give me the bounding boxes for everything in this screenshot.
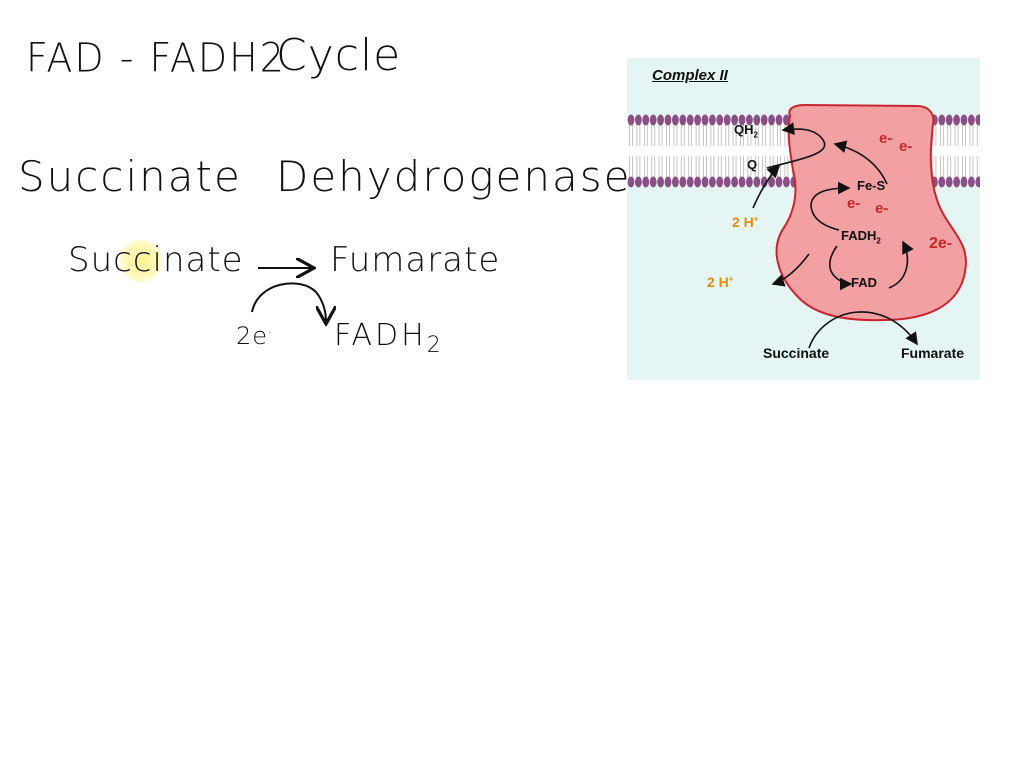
qh2-subscript: 2 bbox=[754, 131, 758, 140]
lipid-head bbox=[709, 177, 716, 188]
lipid-head bbox=[702, 115, 709, 126]
lipid-head bbox=[761, 115, 768, 126]
electron-transfer-arrow bbox=[252, 283, 326, 322]
label-fad: FAD bbox=[851, 275, 877, 290]
label-2e: 2e- bbox=[929, 235, 952, 253]
lipid-head bbox=[731, 177, 738, 188]
lipid-head bbox=[687, 115, 694, 126]
lipid-head bbox=[968, 115, 975, 126]
lipid-head bbox=[694, 177, 701, 188]
lipid-head bbox=[768, 115, 775, 126]
lipid-head bbox=[657, 177, 664, 188]
fadh2-subscript: 2 bbox=[876, 237, 880, 246]
lipid-head bbox=[694, 115, 701, 126]
lipid-head bbox=[702, 177, 709, 188]
label-electron-2: e- bbox=[899, 138, 912, 155]
proton-top-text: 2 H bbox=[732, 214, 754, 230]
lipid-head bbox=[946, 177, 953, 188]
label-fadh2: FADH2 bbox=[841, 228, 881, 246]
complex-ii-graphics bbox=[627, 58, 980, 380]
lipid-head bbox=[665, 115, 672, 126]
qh2-text: QH bbox=[734, 122, 754, 137]
lipid-head bbox=[753, 177, 760, 188]
lipid-head bbox=[628, 177, 635, 188]
lipid-head bbox=[672, 115, 679, 126]
lipid-head bbox=[650, 177, 657, 188]
lipid-head bbox=[746, 177, 753, 188]
lipid-head bbox=[938, 177, 945, 188]
label-q: Q bbox=[747, 157, 757, 172]
lipid-head bbox=[672, 177, 679, 188]
lipid-head bbox=[739, 177, 746, 188]
lipid-head bbox=[687, 177, 694, 188]
lipid-head bbox=[679, 115, 686, 126]
label-succinate: Succinate bbox=[763, 345, 829, 361]
lipid-head bbox=[642, 177, 649, 188]
lipid-head bbox=[961, 115, 968, 126]
lipid-head bbox=[776, 115, 783, 126]
lipid-head bbox=[635, 177, 642, 188]
proton-bottom-charge: + bbox=[729, 274, 734, 283]
figure-title: Complex II bbox=[652, 67, 728, 84]
fadh2-text: FADH bbox=[841, 228, 876, 243]
lipid-head bbox=[642, 115, 649, 126]
label-fe-s: Fe-S bbox=[857, 178, 885, 193]
lipid-head bbox=[657, 115, 664, 126]
lipid-head bbox=[709, 115, 716, 126]
lipid-head bbox=[724, 177, 731, 188]
lipid-head bbox=[650, 115, 657, 126]
label-fumarate: Fumarate bbox=[901, 345, 964, 361]
lipid-head bbox=[783, 177, 790, 188]
lipid-head bbox=[776, 177, 783, 188]
proton-bottom-text: 2 H bbox=[707, 274, 729, 290]
label-proton-bottom: 2 H+ bbox=[707, 274, 733, 290]
lipid-head bbox=[946, 115, 953, 126]
lipid-head bbox=[961, 177, 968, 188]
lipid-head bbox=[635, 115, 642, 126]
complex-ii-diagram: Complex II QH2 Q Fe-S FADH2 FAD Succinat… bbox=[627, 58, 980, 380]
label-proton-top: 2 H+ bbox=[732, 214, 758, 230]
label-qh2: QH2 bbox=[734, 122, 758, 140]
lipid-head bbox=[938, 115, 945, 126]
lipid-head bbox=[724, 115, 731, 126]
lipid-head bbox=[679, 177, 686, 188]
label-electron-1: e- bbox=[879, 130, 892, 147]
lipid-head bbox=[716, 115, 723, 126]
lipid-head bbox=[716, 177, 723, 188]
lipid-head bbox=[968, 177, 975, 188]
proton-top-charge: + bbox=[754, 214, 759, 223]
lipid-head bbox=[953, 177, 960, 188]
lipid-head bbox=[665, 177, 672, 188]
lipid-head bbox=[953, 115, 960, 126]
lipid-head bbox=[628, 115, 635, 126]
label-electron-4: e- bbox=[875, 200, 888, 217]
label-electron-3: e- bbox=[847, 195, 860, 212]
